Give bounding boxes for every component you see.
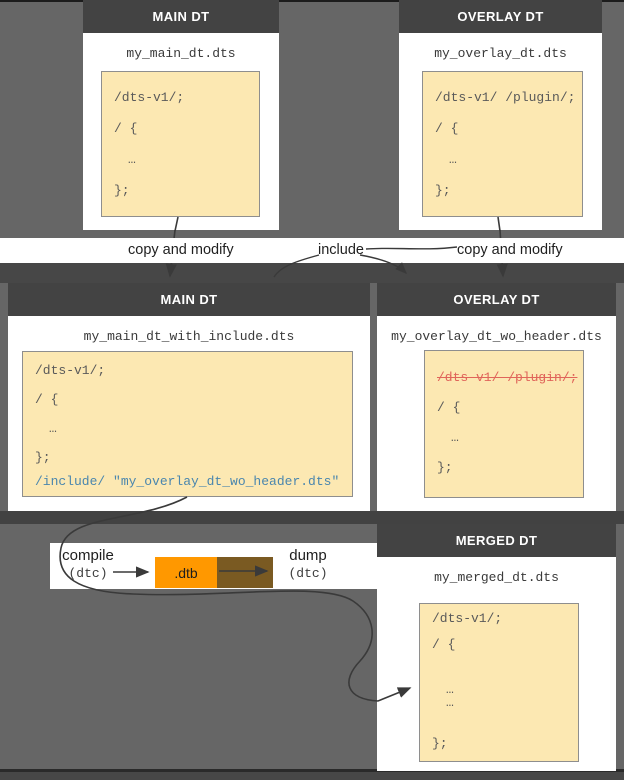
dump-label: dump (dtc) [276, 547, 340, 582]
bottom-border-strip [0, 772, 624, 780]
panel-header-overlay-dt-mid: OVERLAY DT [377, 283, 616, 316]
filename-my-overlay-dt: my_overlay_dt.dts [434, 46, 567, 61]
code-box-my-main-dt-with-include: /dts-v1/; / { … }; /include/ "my_overlay… [22, 351, 353, 497]
top-border-strip [0, 0, 624, 2]
code-line: … [449, 152, 457, 167]
code-line: … [446, 695, 454, 710]
compile-label: compile (dtc) [56, 547, 120, 582]
panel-header-main-dt-top: MAIN DT [83, 0, 279, 33]
code-box-my-merged-dt: /dts-v1/; / { … … }; [419, 603, 579, 762]
code-line-include-statement: /include/ "my_overlay_dt_wo_header.dts" [35, 474, 340, 489]
dump-label-text: dump [289, 547, 327, 564]
code-line: /dts-v1/; [114, 90, 185, 105]
panel-main-dt-with-include: MAIN DT my_main_dt_with_include.dts /dts… [8, 283, 370, 511]
panel-header-overlay-dt-top: OVERLAY DT [399, 0, 602, 33]
panel-overlay-dt-top: OVERLAY DT my_overlay_dt.dts /dts-v1/ /p… [399, 0, 602, 230]
code-box-my-overlay-dt-wo-header: /dts-v1/ /plugin/; / { … }; [424, 350, 584, 498]
filename-my-main-dt: my_main_dt.dts [126, 46, 236, 61]
code-box-my-main-dt: /dts-v1/; / { … }; [101, 71, 260, 217]
filename-my-merged-dt: my_merged_dt.dts [434, 570, 559, 585]
filename-my-main-dt-with-include: my_main_dt_with_include.dts [83, 329, 295, 344]
include-label: include [318, 242, 364, 258]
code-line: }; [437, 460, 453, 475]
filename-my-overlay-dt-wo-header: my_overlay_dt_wo_header.dts [391, 329, 602, 344]
panel-main-dt-top: MAIN DT my_main_dt.dts /dts-v1/; / { … }… [83, 0, 279, 230]
panel-merged-dt: MERGED DT my_merged_dt.dts /dts-v1/; / {… [377, 524, 616, 771]
code-line: }; [435, 183, 451, 198]
copy-and-modify-label-right: copy and modify [457, 242, 563, 258]
code-line: … [451, 430, 459, 445]
compile-dump-band: compile (dtc) .dtb dump (dtc) [50, 543, 377, 589]
compile-tool-text: (dtc) [68, 566, 108, 581]
bottom-border-line [0, 769, 624, 772]
code-line: / { [432, 637, 456, 652]
code-line: / { [435, 121, 459, 136]
copy-and-modify-label-left: copy and modify [128, 242, 234, 258]
code-line: /dts-v1/; [432, 611, 503, 626]
code-line: }; [114, 183, 130, 198]
code-line: }; [35, 450, 51, 465]
divider-strip-lower [0, 511, 624, 524]
code-line: /dts-v1/ /plugin/; [435, 90, 576, 105]
code-line: / { [35, 392, 59, 407]
panel-header-merged-dt: MERGED DT [377, 524, 616, 557]
panel-header-main-dt-mid: MAIN DT [8, 283, 370, 316]
code-line: … [49, 421, 57, 436]
dtb-shadow-box [217, 557, 273, 588]
dump-tool-text: (dtc) [288, 566, 328, 581]
code-line: … [446, 682, 454, 697]
dtb-file-box: .dtb [155, 557, 217, 588]
code-line: / { [114, 121, 138, 136]
panel-overlay-dt-wo-header: OVERLAY DT my_overlay_dt_wo_header.dts /… [377, 283, 616, 511]
flow-curve-to-merged [59, 496, 412, 702]
compile-label-text: compile [62, 547, 114, 564]
code-line: /dts-v1/; [35, 363, 106, 378]
code-box-my-overlay-dt: /dts-v1/ /plugin/; / { … }; [422, 71, 583, 217]
code-line: / { [437, 400, 461, 415]
code-line-deleted: /dts-v1/ /plugin/; [437, 370, 578, 385]
divider-strip-upper [0, 263, 624, 283]
code-line: }; [432, 736, 448, 751]
code-line: … [128, 152, 136, 167]
label-band: copy and modify include copy and modify [0, 238, 624, 263]
